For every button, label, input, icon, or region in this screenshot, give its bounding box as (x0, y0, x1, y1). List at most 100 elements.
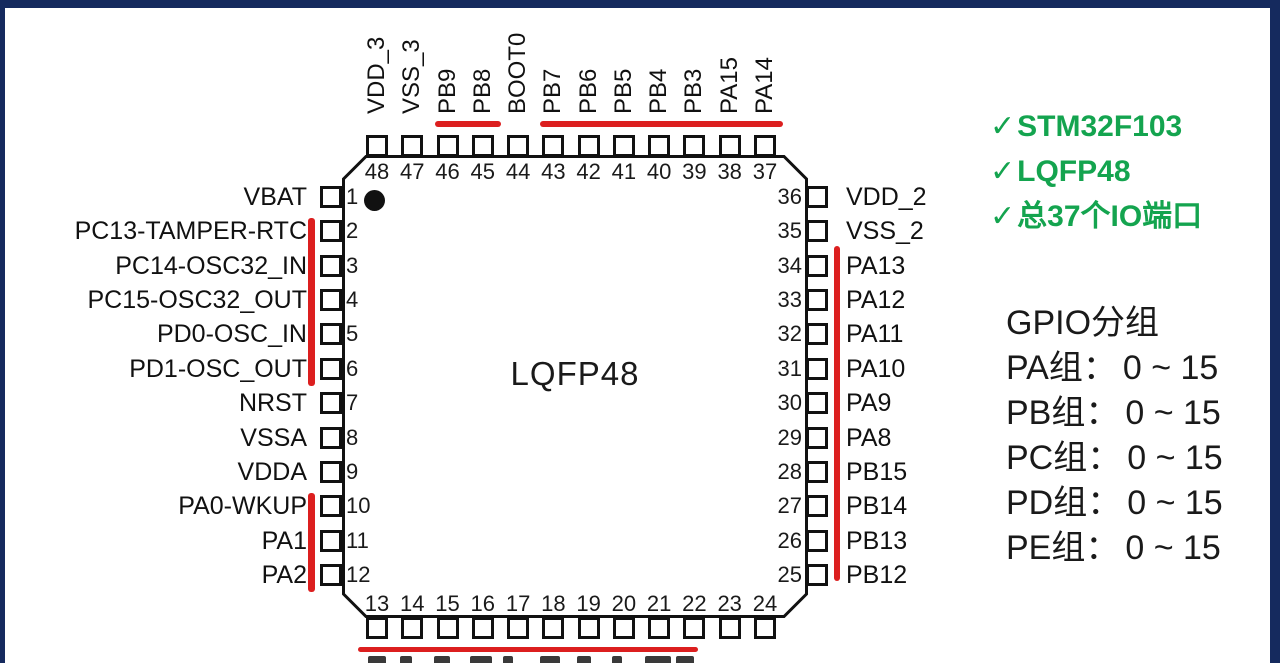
pin-number-37: 37 (752, 159, 778, 184)
pin-label-PB6: PB6 (574, 68, 602, 114)
feature-checklist: ✓STM32F103 ✓LQFP48 ✓总37个IO端口 (990, 104, 1202, 239)
pin-number-46: 46 (435, 159, 460, 184)
pin-number-12: 12 (346, 561, 371, 587)
pin-pad-12 (320, 563, 342, 586)
pin-label-PB12: PB12 (846, 560, 908, 589)
pin-pad-5 (320, 323, 342, 346)
pin-label-PA12: PA12 (846, 286, 906, 315)
pin-pad-42 (577, 135, 600, 157)
gpio-groups-panel: GPIO分组 PA组：0 ~ 15 PB组：0 ~ 15 PC组：0 ~ 15 … (1006, 300, 1223, 571)
gpio-group-name: PB组 (1006, 394, 1086, 432)
gpio-group-row: PA组：0 ~ 15 (1006, 346, 1223, 391)
highlight-bar-top-46-45 (434, 121, 501, 127)
pin-number-19: 19 (576, 591, 601, 616)
pin-pad-22 (683, 617, 706, 639)
pin-pad-3 (320, 254, 342, 277)
gpio-group-name: PA组 (1006, 349, 1083, 387)
highlight-bar-left-10-12 (308, 493, 315, 592)
pin-number-34: 34 (777, 252, 802, 278)
gpio-separator: ： (1082, 349, 1117, 387)
pin-number-3: 3 (346, 252, 359, 278)
gpio-group-name: PE组 (1006, 529, 1086, 567)
pin-label-PC13-TAMPER-RTC: PC13-TAMPER-RTC (74, 217, 307, 246)
pin-label-PA11: PA11 (846, 320, 904, 349)
checklist-item-text: LQFP48 (1017, 155, 1131, 188)
pin-pad-35 (806, 220, 828, 243)
pin-number-29: 29 (777, 424, 802, 450)
pin-label-PB13: PB13 (846, 526, 908, 555)
pin-pad-11 (320, 529, 342, 552)
gpio-group-row: PC组：0 ~ 15 (1006, 436, 1223, 481)
gpio-separator: ： (1085, 529, 1120, 567)
pin-pad-41 (612, 135, 635, 157)
pin-number-1: 1 (346, 184, 359, 209)
cropped-label-fragment (612, 656, 622, 663)
cropped-label-fragment (368, 656, 386, 663)
pin-number-47: 47 (400, 159, 425, 184)
gpio-group-range: 0 ~ 15 (1127, 484, 1223, 522)
pin-pad-47 (401, 135, 424, 157)
pin-number-4: 4 (346, 287, 359, 313)
pin-number-11: 11 (346, 527, 369, 553)
pin-pad-30 (806, 392, 828, 415)
chip-outline (342, 155, 808, 618)
pin-pad-26 (806, 529, 828, 552)
pin-pad-28 (806, 460, 828, 483)
pin-pad-8 (320, 426, 342, 449)
pin-number-27: 27 (777, 493, 802, 519)
highlight-bar-top-43-37 (540, 121, 783, 127)
pin-pad-34 (806, 254, 828, 277)
highlight-bar-right-34-25 (834, 245, 840, 581)
gpio-group-range: 0 ~ 15 (1125, 394, 1221, 432)
pin-label-PA1: PA1 (261, 526, 307, 555)
pin-number-8: 8 (346, 424, 359, 450)
pin-label-PB4: PB4 (645, 68, 673, 114)
pin-label-PB14: PB14 (846, 492, 908, 521)
pin-label-VBAT: VBAT (243, 183, 307, 211)
pin-label-PB8: PB8 (468, 68, 496, 114)
cropped-label-fragment (503, 656, 513, 663)
pin-number-25: 25 (777, 561, 802, 587)
pin-number-15: 15 (435, 591, 460, 616)
pin-pad-45 (471, 135, 494, 157)
cropped-label-fragment (540, 656, 560, 663)
pin-number-26: 26 (777, 527, 802, 553)
pin-number-5: 5 (346, 321, 359, 347)
pin-number-13: 13 (364, 591, 390, 616)
pin-pad-32 (806, 323, 828, 346)
pin-number-28: 28 (777, 458, 802, 484)
pin-pad-7 (320, 392, 342, 415)
check-icon: ✓ (990, 200, 1016, 233)
pin-label-PA2: PA2 (261, 560, 307, 589)
pin-pad-43 (542, 135, 565, 157)
pin-pad-14 (401, 617, 424, 639)
pin-pad-27 (806, 495, 828, 518)
pin-number-30: 30 (777, 390, 802, 416)
pin-pad-31 (806, 357, 828, 380)
pin-label-VDD_3: VDD_3 (363, 36, 390, 114)
pin-pad-25 (806, 563, 828, 586)
pin-pad-4 (320, 289, 342, 312)
gpio-separator: ： (1087, 484, 1122, 522)
pin-pad-38 (718, 135, 741, 157)
pin-pad-16 (471, 617, 494, 639)
pin-label-PA13: PA13 (846, 251, 906, 280)
pin-number-44: 44 (505, 159, 531, 184)
pin-label-VSS_2: VSS_2 (846, 217, 924, 246)
cropped-label-fragment (676, 656, 694, 663)
pin-number-9: 9 (346, 458, 359, 484)
pin-number-48: 48 (364, 159, 390, 184)
pin-label-PA9: PA9 (846, 389, 892, 418)
gpio-group-name: PD组 (1006, 484, 1088, 522)
checklist-item: ✓STM32F103 (990, 104, 1202, 149)
pin-pad-24 (753, 617, 776, 639)
gpio-separator: ： (1085, 394, 1120, 432)
pin-pad-19 (577, 617, 600, 639)
pin-label-PA14: PA14 (750, 57, 778, 114)
pin-label-PC14-OSC32_IN: PC14-OSC32_IN (115, 251, 307, 280)
pin-label-PB15: PB15 (846, 457, 908, 486)
cropped-label-fragment (645, 656, 671, 663)
pin-pad-20 (612, 617, 635, 639)
pin-label-PA10: PA10 (846, 354, 906, 383)
pin-label-NRST: NRST (238, 389, 307, 418)
